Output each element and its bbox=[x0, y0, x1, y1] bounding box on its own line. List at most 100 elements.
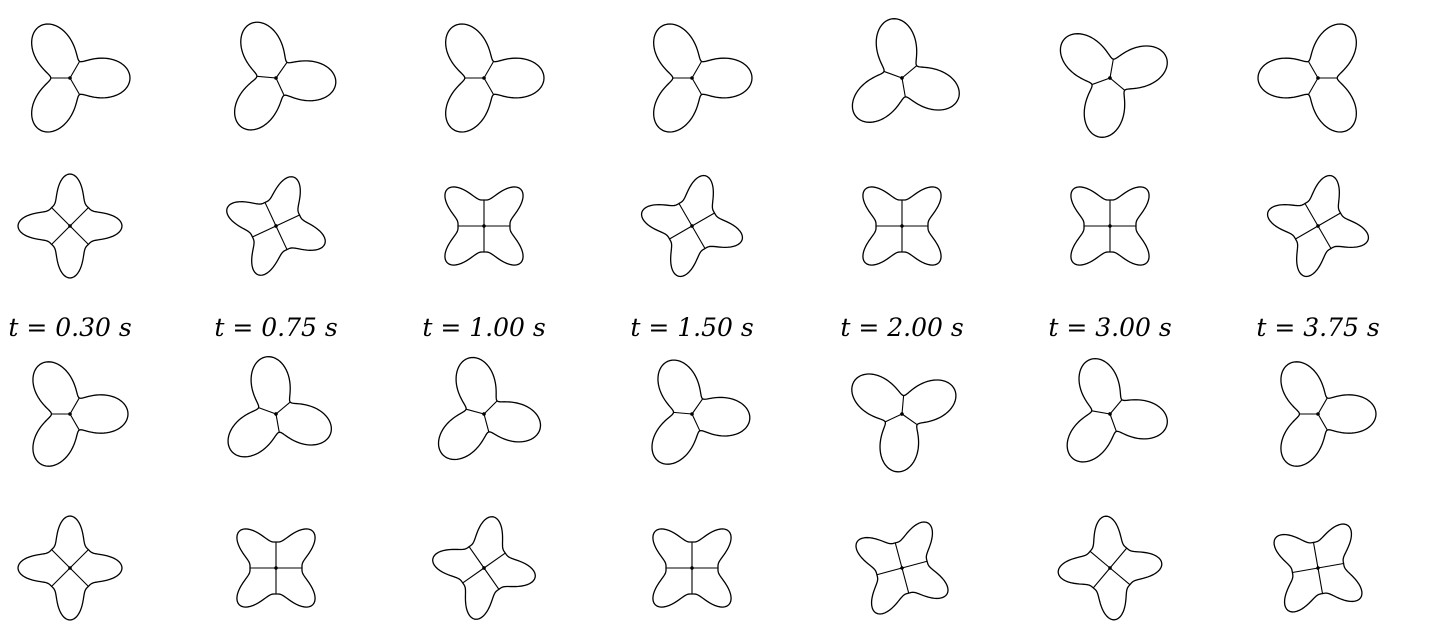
grain-boundary bbox=[275, 568, 277, 594]
grain-shape-r2-c4 bbox=[640, 174, 744, 278]
grain-outline bbox=[432, 516, 536, 620]
grain-boundary bbox=[1109, 567, 1131, 586]
grain-outline bbox=[31, 23, 131, 133]
grain-outline bbox=[640, 174, 744, 278]
grain-boundary bbox=[483, 61, 495, 79]
grain-boundary bbox=[51, 207, 71, 227]
grain-boundary bbox=[275, 542, 277, 568]
grain-shape-r3-c4 bbox=[651, 359, 751, 465]
junction-point bbox=[482, 224, 486, 228]
grain-boundary bbox=[1109, 58, 1114, 79]
junction-point bbox=[274, 76, 278, 80]
grain-shape-r2-c1 bbox=[17, 173, 123, 279]
grain-shape-r1-c6 bbox=[1059, 33, 1168, 138]
grain-boundary bbox=[691, 61, 703, 79]
grain-outline bbox=[653, 23, 753, 133]
grain-boundary bbox=[462, 567, 485, 584]
grain-boundary bbox=[1317, 562, 1344, 569]
grain-boundary bbox=[1109, 547, 1128, 569]
grain-outline bbox=[652, 528, 732, 608]
grain-shape-r3-c2 bbox=[227, 356, 333, 458]
junction-point bbox=[900, 224, 904, 228]
junction-point bbox=[1108, 566, 1112, 570]
grain-outline bbox=[444, 186, 524, 266]
grain-shape-r4-c3 bbox=[432, 516, 536, 620]
time-label-4: t = 1.50 s bbox=[630, 313, 753, 342]
junction-point bbox=[274, 566, 278, 570]
grain-shape-r2-c5 bbox=[862, 186, 942, 266]
grain-outline bbox=[32, 361, 129, 467]
grain-boundary bbox=[276, 567, 302, 569]
grain-boundary bbox=[1109, 399, 1123, 415]
grain-boundary bbox=[894, 542, 903, 569]
junction-point bbox=[482, 412, 486, 416]
time-label-row: t = 0.30 s t = 0.75 s t = 1.00 s t = 1.5… bbox=[8, 313, 1379, 342]
junction-point bbox=[68, 566, 72, 570]
grain-boundary bbox=[1109, 77, 1126, 91]
grain-shape-r1-c5 bbox=[851, 18, 960, 123]
grain-boundary bbox=[483, 400, 498, 415]
grain-outline bbox=[862, 186, 942, 266]
grain-boundary bbox=[692, 567, 718, 569]
grain-boundary bbox=[1109, 413, 1117, 432]
grain-shape-r2-c2 bbox=[226, 176, 326, 276]
junction-point bbox=[1108, 224, 1112, 228]
grain-boundary bbox=[884, 413, 903, 423]
junction-point bbox=[900, 566, 904, 570]
grain-boundary bbox=[69, 413, 80, 431]
grain-outline bbox=[1266, 174, 1370, 278]
grain-boundary bbox=[901, 395, 905, 415]
grain-boundary bbox=[876, 567, 903, 576]
grain-boundary bbox=[1091, 77, 1111, 86]
grain-outline bbox=[1066, 357, 1168, 463]
grain-boundary bbox=[691, 398, 704, 415]
grain-boundary bbox=[901, 413, 918, 426]
junction-point bbox=[1316, 76, 1320, 80]
grain-outline bbox=[445, 23, 545, 133]
time-label-6: t = 3.00 s bbox=[1048, 313, 1171, 342]
grain-boundary bbox=[1307, 77, 1319, 95]
junction-point bbox=[1316, 412, 1320, 416]
grain-boundary bbox=[51, 225, 71, 245]
grain-outline bbox=[1257, 23, 1357, 133]
junction-point bbox=[690, 224, 694, 228]
grain-outline bbox=[851, 18, 960, 123]
grain-shape-r2-c6 bbox=[1070, 186, 1150, 266]
grain-boundary bbox=[902, 225, 928, 227]
grain-boundary bbox=[483, 226, 485, 252]
grain-boundary bbox=[275, 61, 288, 79]
grain-outline bbox=[1280, 361, 1377, 467]
grain-boundary bbox=[275, 401, 291, 415]
grain-boundary bbox=[1089, 550, 1111, 569]
grain-boundary bbox=[901, 77, 906, 98]
junction-point bbox=[900, 412, 904, 416]
grain-shape-r1-c1 bbox=[31, 23, 131, 133]
grain-boundary bbox=[691, 542, 693, 568]
grain-shape-r4-c5 bbox=[855, 521, 949, 615]
grain-boundary bbox=[275, 77, 285, 96]
junction-point bbox=[274, 412, 278, 416]
grain-boundary bbox=[1084, 225, 1110, 227]
grain-boundary bbox=[691, 413, 701, 432]
junction-point bbox=[68, 224, 72, 228]
grain-boundary bbox=[691, 77, 703, 95]
grain-boundary bbox=[1110, 225, 1136, 227]
junction-point bbox=[900, 76, 904, 80]
shapes-layer bbox=[17, 18, 1377, 621]
grain-boundary bbox=[1292, 567, 1319, 574]
grain-shape-r1-c3 bbox=[445, 23, 545, 133]
grain-outline bbox=[17, 515, 123, 621]
grain-shape-r3-c7 bbox=[1280, 361, 1377, 467]
junction-point bbox=[1108, 412, 1112, 416]
grain-boundary bbox=[691, 225, 706, 249]
grain-shape-r4-c1 bbox=[17, 515, 123, 621]
grain-boundary bbox=[876, 225, 902, 227]
grain-outline bbox=[17, 173, 123, 279]
grain-shape-r1-c4 bbox=[653, 23, 753, 133]
grain-boundary bbox=[69, 77, 81, 95]
grain-boundary bbox=[1307, 61, 1319, 79]
grain-boundary bbox=[1317, 397, 1328, 415]
grain-boundary bbox=[901, 65, 918, 79]
grain-outline bbox=[236, 528, 316, 608]
grain-boundary bbox=[69, 549, 89, 569]
